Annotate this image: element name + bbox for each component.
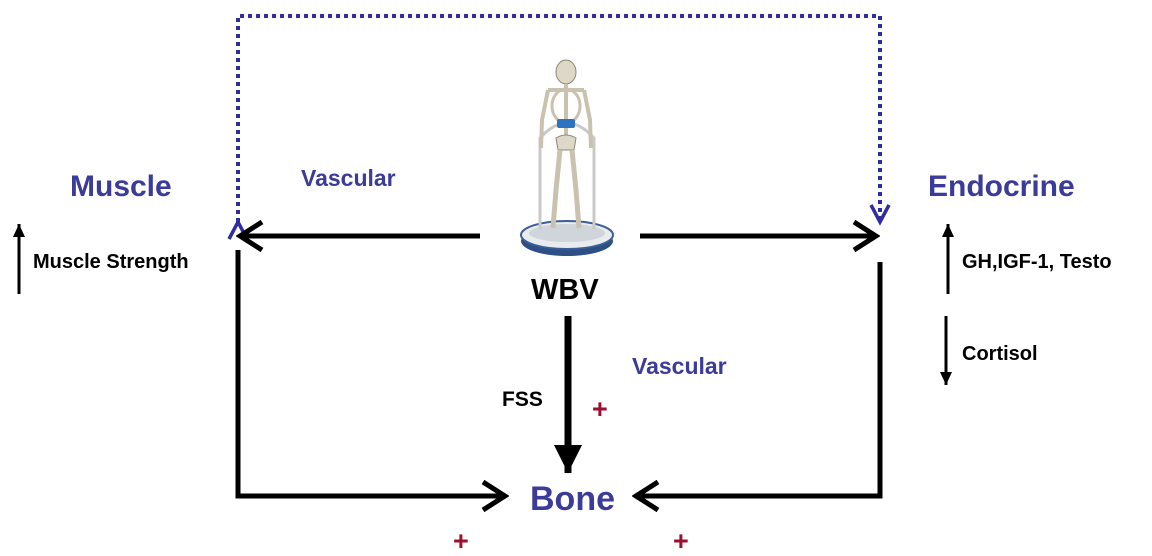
- wbv-label: WBV: [531, 276, 599, 305]
- skeleton-on-vibration-platform-icon: [521, 60, 613, 256]
- plus-sign-center: +: [592, 396, 608, 423]
- cortisol-label: Cortisol: [962, 344, 1038, 364]
- hormones-label: GH,IGF-1, Testo: [962, 252, 1112, 272]
- muscle-label: Muscle: [70, 172, 172, 202]
- endocrine-to-bone-arrow: [636, 262, 880, 496]
- plus-sign-left: +: [453, 528, 469, 555]
- bone-label: Bone: [530, 482, 615, 516]
- muscle-strength-label: Muscle Strength: [33, 252, 189, 272]
- fss-label: FSS: [502, 389, 543, 410]
- vascular-center-label: Vascular: [632, 355, 727, 378]
- plus-sign-right: +: [673, 528, 689, 555]
- muscle-to-bone-arrow: [238, 250, 505, 496]
- vascular-top-label: Vascular: [301, 167, 396, 190]
- endocrine-label: Endocrine: [928, 172, 1075, 202]
